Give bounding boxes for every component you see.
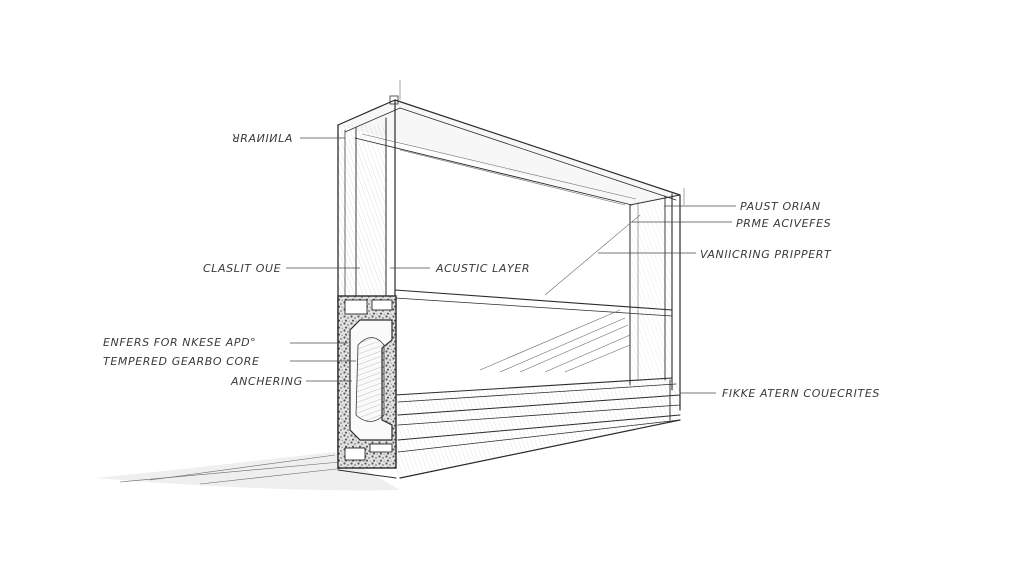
- glass-pane: [394, 149, 673, 373]
- bottom-frame: [394, 377, 681, 479]
- label-fixings: ENFERS FOR NKESE APD°: [103, 336, 256, 349]
- label-acoustic-layer: ACUSTIC LAYER: [435, 262, 530, 275]
- label-right-2: PRME ACIVEFES: [736, 217, 831, 230]
- label-tempered-core: TEMPERED GEARBO CORE: [103, 355, 260, 368]
- right-post: [629, 188, 685, 411]
- label-right-1: PAUST ORIAN: [740, 200, 821, 213]
- label-casing-cue: CLASLIT OUE: [203, 262, 281, 275]
- leader-lines: [286, 137, 736, 394]
- cross-section-profile: [337, 295, 397, 479]
- left-post: [337, 80, 401, 461]
- top-frame: [337, 99, 681, 206]
- label-right-4: FIKKE ATERN COUECRITES: [722, 387, 880, 400]
- label-right-3: VANIICRING PRIPPERT: [700, 248, 832, 261]
- ground-shadow: [95, 452, 400, 491]
- label-framing: ꓤRAИIИLA: [232, 132, 293, 145]
- label-anchoring: ANCHERING: [230, 375, 303, 388]
